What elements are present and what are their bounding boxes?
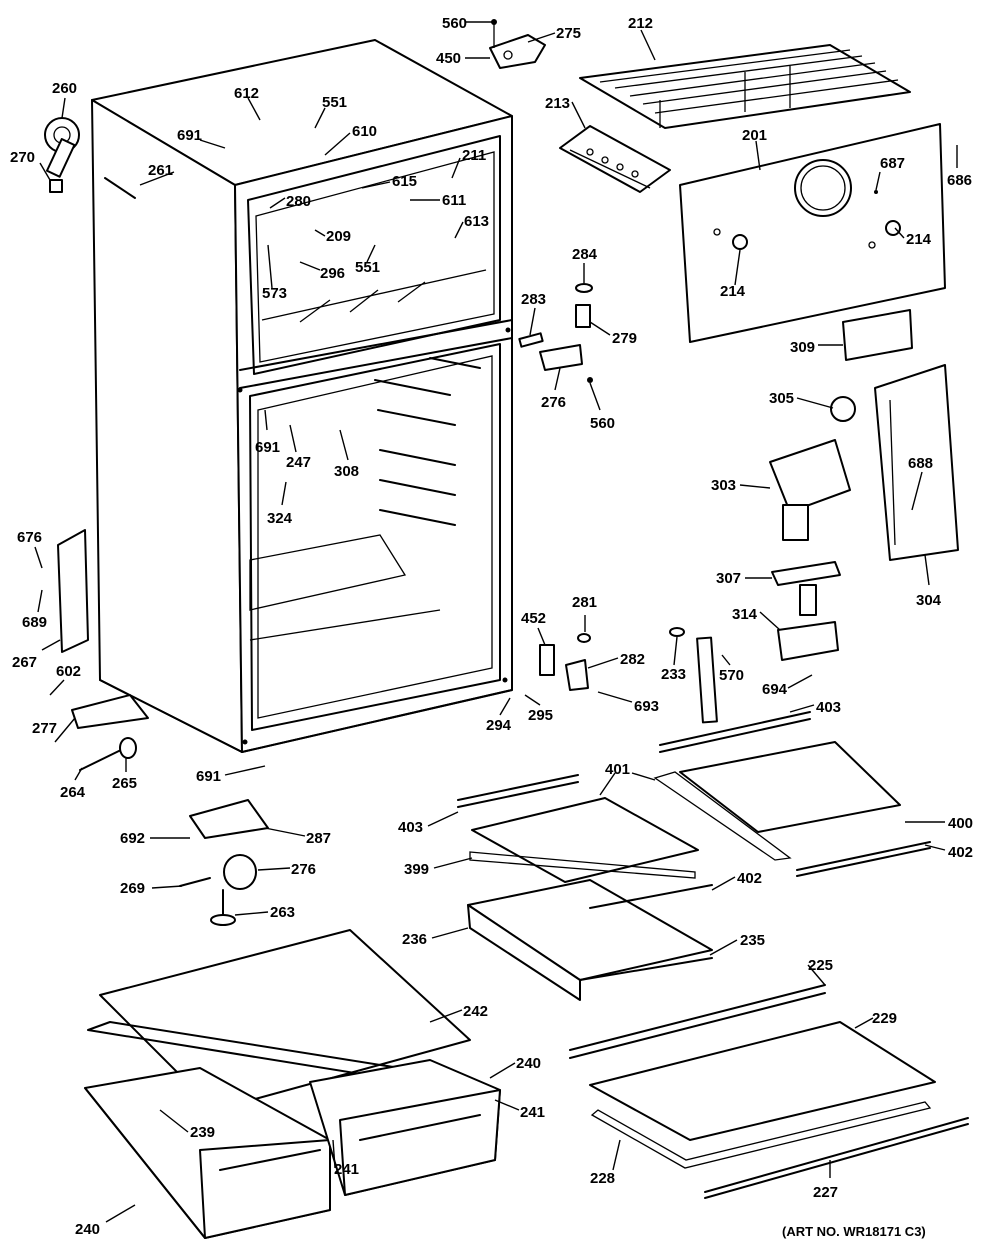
part-label-260: 260 [52, 80, 77, 97]
part-label-281: 281 [572, 594, 597, 611]
part-label-692: 692 [120, 830, 145, 847]
part-label-241a: 241 [520, 1104, 545, 1121]
compressor-mount-parts [44, 117, 269, 926]
part-label-303: 303 [711, 477, 736, 494]
part-label-201: 201 [742, 127, 767, 144]
part-label-242: 242 [463, 1003, 488, 1020]
part-label-307: 307 [716, 570, 741, 587]
art-number-caption: (ART NO. WR18171 C3) [782, 1224, 926, 1239]
part-label-401: 401 [605, 761, 630, 778]
part-label-296: 296 [320, 265, 345, 282]
freezer-wire-shelf [579, 44, 911, 129]
part-label-269: 269 [120, 880, 145, 897]
hinge-pin-parts [518, 283, 593, 383]
part-label-400: 400 [948, 815, 973, 832]
ice-tray [559, 125, 671, 193]
part-label-399: 399 [404, 861, 429, 878]
part-label-276a: 276 [541, 394, 566, 411]
part-label-294: 294 [486, 717, 512, 734]
part-label-214a: 214 [720, 283, 746, 300]
part-label-688: 688 [908, 455, 933, 472]
part-number-labels: 560 275 450 212 260 270 612 551 691 610 261 211 615 2… [10, 15, 973, 1238]
part-label-314: 314 [732, 606, 758, 623]
part-label-602: 602 [56, 663, 81, 680]
fan-and-control-assemblies [769, 364, 959, 661]
part-label-676: 676 [17, 529, 42, 546]
part-label-233: 233 [661, 666, 686, 683]
part-label-693: 693 [634, 698, 659, 715]
part-label-324: 324 [267, 510, 293, 527]
part-label-228: 228 [590, 1170, 615, 1187]
part-label-689: 689 [22, 614, 47, 631]
part-label-263: 263 [270, 904, 295, 921]
part-label-573: 573 [262, 285, 287, 302]
part-label-309: 309 [790, 339, 815, 356]
part-label-687: 687 [880, 155, 905, 172]
part-label-691b: 691 [255, 439, 280, 456]
part-label-212: 212 [628, 15, 653, 32]
door-stop-and-bracket-parts [539, 627, 718, 724]
part-label-209: 209 [326, 228, 351, 245]
part-label-239: 239 [190, 1124, 215, 1141]
part-label-240a: 240 [516, 1055, 541, 1072]
part-label-225: 225 [808, 957, 833, 974]
part-label-403b: 403 [398, 819, 423, 836]
part-label-235: 235 [740, 932, 765, 949]
part-label-275: 275 [556, 25, 581, 42]
part-label-403a: 403 [816, 699, 841, 716]
glass-shelves [457, 711, 969, 1199]
part-label-276b: 276 [291, 861, 316, 878]
temperature-control-label [842, 309, 913, 361]
part-label-261: 261 [148, 162, 173, 179]
part-label-280: 280 [286, 193, 311, 210]
part-label-284: 284 [572, 246, 598, 263]
part-label-691c: 691 [196, 768, 221, 785]
part-label-240b: 240 [75, 1221, 100, 1238]
part-label-236: 236 [402, 931, 427, 948]
part-label-282: 282 [620, 651, 645, 668]
part-label-264: 264 [60, 784, 86, 801]
part-label-211: 211 [462, 147, 486, 164]
part-label-247: 247 [286, 454, 311, 471]
part-label-615: 615 [392, 173, 417, 190]
part-label-295: 295 [528, 707, 553, 724]
part-label-560a: 560 [442, 15, 467, 32]
part-label-213: 213 [545, 95, 570, 112]
part-label-402a: 402 [948, 844, 973, 861]
part-label-277: 277 [32, 720, 57, 737]
part-label-265: 265 [112, 775, 137, 792]
cabinet-body [91, 39, 513, 753]
part-label-304: 304 [916, 592, 942, 609]
part-label-270: 270 [10, 149, 35, 166]
part-label-305: 305 [769, 390, 794, 407]
part-label-450: 450 [436, 50, 461, 67]
part-label-551b: 551 [355, 259, 380, 276]
part-label-611: 611 [442, 192, 466, 209]
part-label-551a: 551 [322, 94, 347, 111]
part-label-560b: 560 [590, 415, 615, 432]
part-label-686: 686 [947, 172, 972, 189]
part-label-570: 570 [719, 667, 744, 684]
part-label-612: 612 [234, 85, 259, 102]
part-label-691a: 691 [177, 127, 202, 144]
part-label-229: 229 [872, 1010, 897, 1027]
crisper-drawers [84, 929, 501, 1239]
part-label-287: 287 [306, 830, 331, 847]
part-label-610: 610 [352, 123, 377, 140]
part-label-694: 694 [762, 681, 788, 698]
part-label-227: 227 [813, 1184, 838, 1201]
leader-lines [34, 21, 958, 1223]
part-label-613: 613 [464, 213, 489, 230]
part-label-452: 452 [521, 610, 546, 627]
top-hinge [489, 19, 546, 69]
part-label-283: 283 [521, 291, 546, 308]
part-label-267: 267 [12, 654, 37, 671]
part-label-279: 279 [612, 330, 637, 347]
part-label-214b: 214 [906, 231, 932, 248]
part-label-308: 308 [334, 463, 359, 480]
part-label-241b: 241 [334, 1161, 359, 1178]
part-label-402b: 402 [737, 870, 762, 887]
